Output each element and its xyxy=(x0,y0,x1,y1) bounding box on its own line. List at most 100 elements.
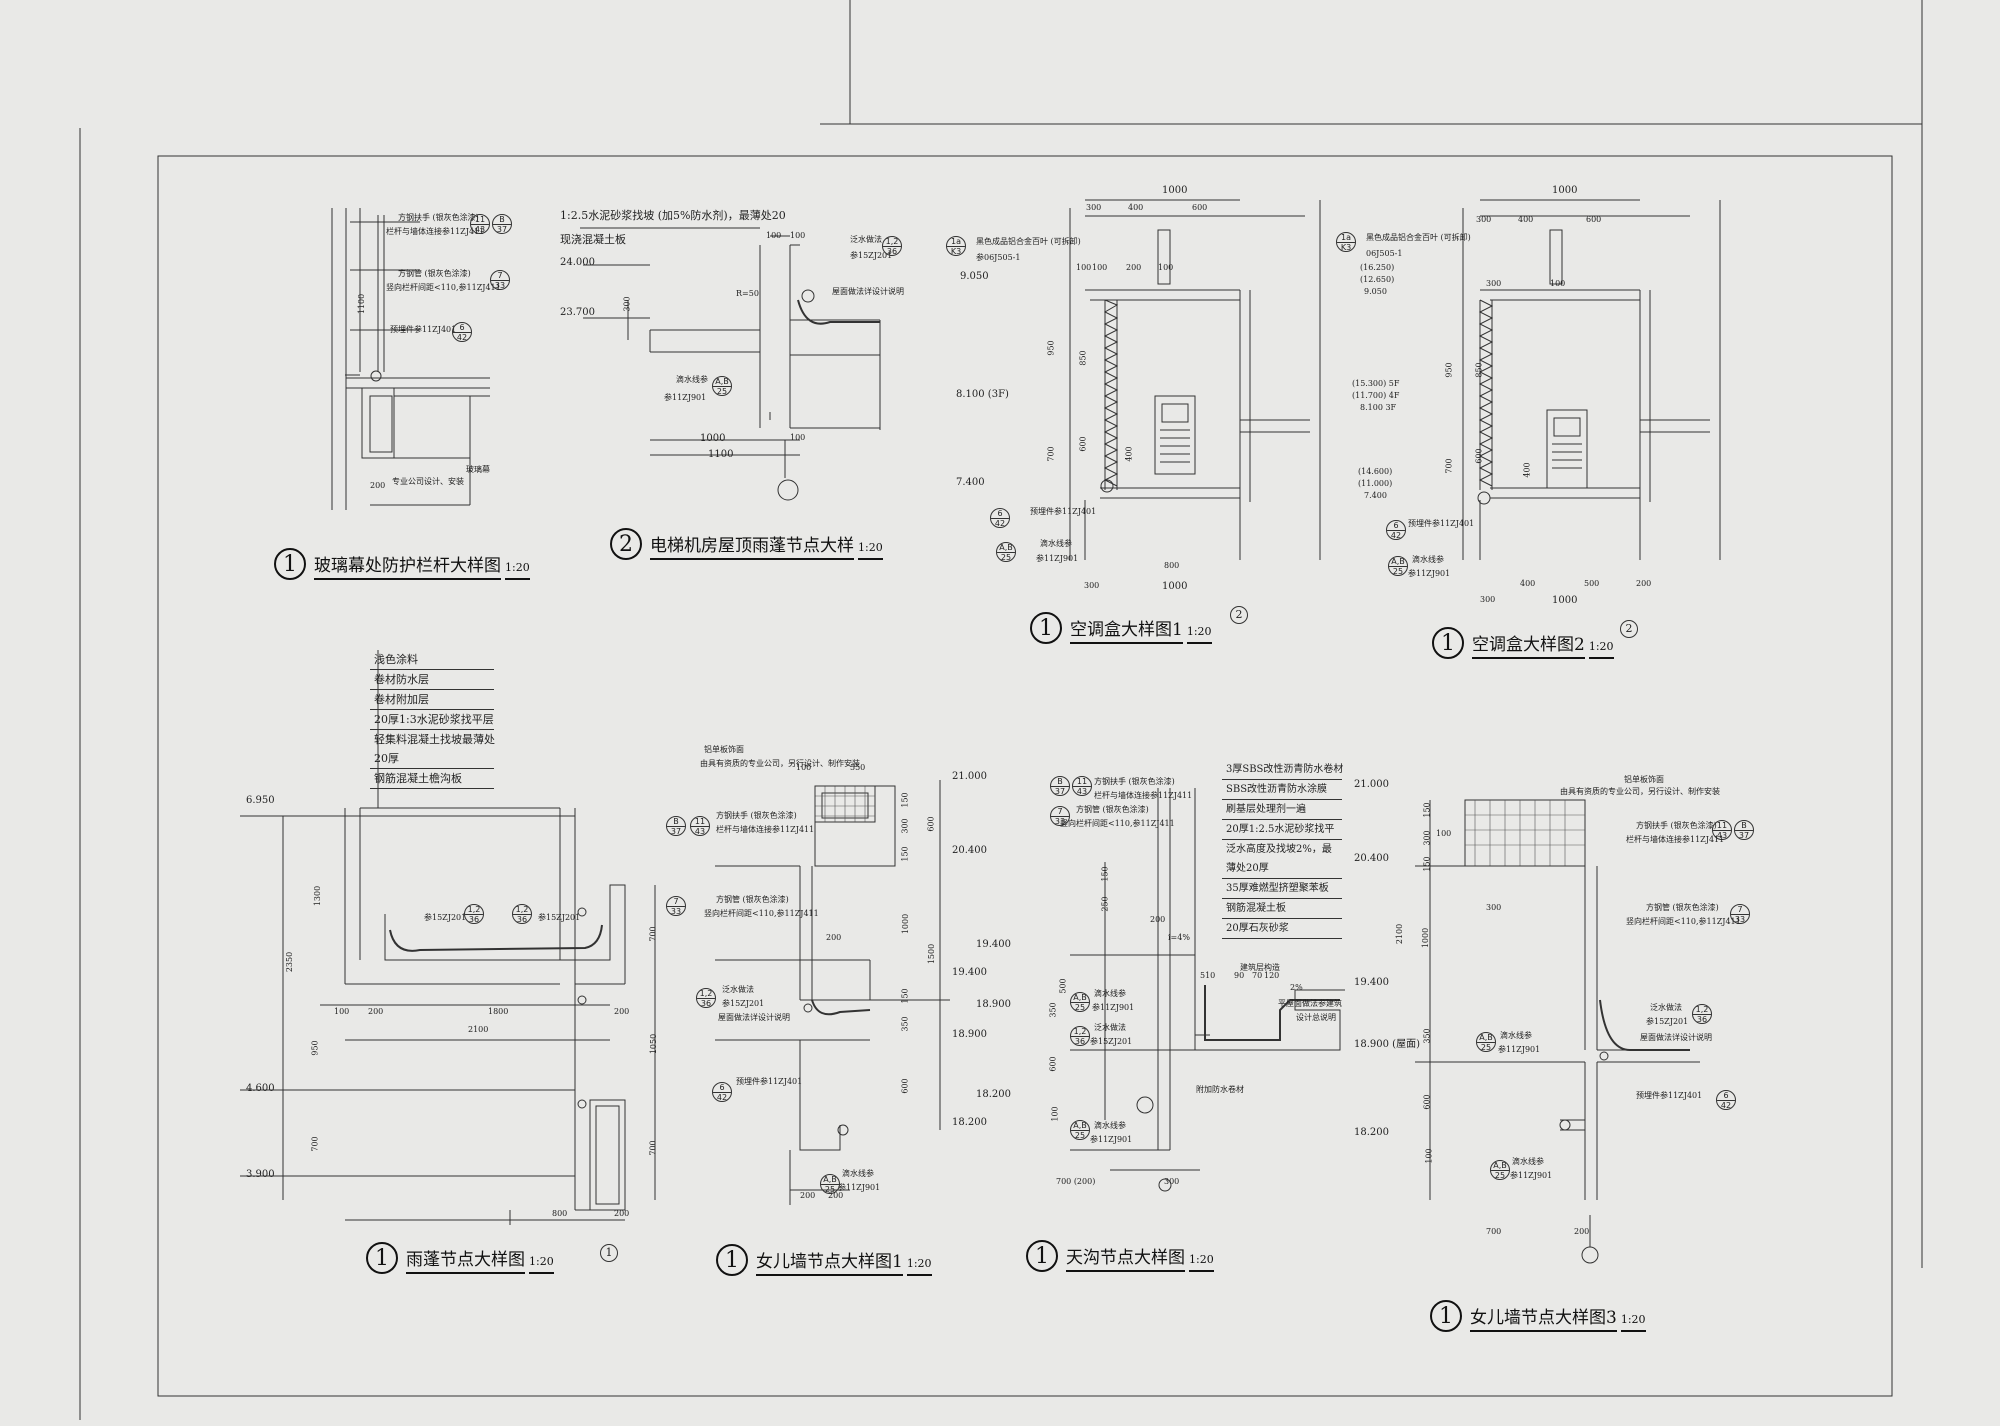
elev-pa3-19400: 19.400 xyxy=(1354,977,1389,988)
dim-d1-200: 200 xyxy=(370,481,386,490)
dim-gutter-90: 90 xyxy=(1234,971,1245,980)
dim-gutter-500: 500 xyxy=(1058,978,1068,994)
elev-gutter-18900: 18.900 xyxy=(976,999,1011,1010)
dim-ac1-300: 300 xyxy=(1086,203,1102,212)
canopy-layer-legend: 浅色涂料 卷材防水层 卷材附加层 20厚1:3水泥砂浆找平层 轻集料混凝土找坡最… xyxy=(370,650,495,789)
dim-canopy-1300: 1300 xyxy=(313,885,323,907)
dim-ac1-700: 700 xyxy=(1046,446,1056,462)
dim-pa1-1500: 1500 xyxy=(927,943,937,965)
elev-ac1-8100: 8.100 (3F) xyxy=(956,389,1009,400)
dim-pa1-150c: 150 xyxy=(900,988,910,1004)
note-pa1-spacing: 竖向栏杆间距<110,参11ZJ411 xyxy=(704,909,819,918)
elev-pa3-18900: 18.900 (屋面) xyxy=(1354,1039,1420,1050)
note-gutter-drain: 泛水做法 xyxy=(1094,1023,1126,1032)
note-pa3-embed: 预埋件参11ZJ401 xyxy=(1636,1091,1703,1100)
elev-ac2-9050: 9.050 xyxy=(1364,287,1387,296)
elev-ac2-16250: (16.250) xyxy=(1360,263,1395,272)
dim-ac1-850: 850 xyxy=(1078,350,1088,366)
note-ac1-ref: 参06J505-1 xyxy=(976,253,1021,262)
dim-ac2-100: 100 xyxy=(1550,279,1566,288)
note-gutter-extra: 附加防水卷材 xyxy=(1196,1085,1244,1094)
dim-canopy-2100: 2100 xyxy=(468,1025,489,1034)
dim-ac2-300c: 300 xyxy=(1480,595,1496,604)
note-gutter-ref1: 参15ZJ201 xyxy=(1090,1037,1133,1046)
dim-ac1-800: 800 xyxy=(1164,561,1180,570)
note-pa1-embed: 预埋件参11ZJ401 xyxy=(736,1077,803,1086)
note-d1-embed: 预埋件参11ZJ401 xyxy=(390,325,457,334)
elev-d2-24000: 24.000 xyxy=(560,257,595,268)
dim-d2-300: 300 xyxy=(622,296,632,312)
axis-ac1-2: 2 xyxy=(1230,606,1248,624)
note-pa1-handrail: 方钢扶手 (银灰色涂漆) xyxy=(716,811,797,820)
dim-pa1-150b: 150 xyxy=(900,846,910,862)
note-gutter-drip2: 滴水线参 xyxy=(1094,1121,1126,1130)
dim-gutter-100: 100 xyxy=(1050,1106,1060,1122)
note-pa3-cladding2: 由具有资质的专业公司，另行设计、制作安装 xyxy=(1560,787,1720,796)
note-pa3-cladding: 铝单板饰面 xyxy=(1624,775,1664,784)
note-ac1-drip-ref: 参11ZJ901 xyxy=(1036,554,1079,563)
dim-canopy-1050: 1050 xyxy=(649,1033,659,1055)
elev-ac2-11700: (11.700) 4F xyxy=(1352,391,1400,400)
elev-ac2-12650: (12.650) xyxy=(1360,275,1395,284)
dim-pa3-700: 700 xyxy=(1486,1227,1502,1236)
dim-ac2-600b: 600 xyxy=(1474,448,1484,464)
dim-pa3-350: 350 xyxy=(1422,1028,1432,1044)
dim-pa3-150a: 150 xyxy=(1422,802,1432,818)
dim-ac2-950: 950 xyxy=(1444,362,1454,378)
note-pa1-ref1: 参15ZJ201 xyxy=(722,999,765,1008)
dim-gutter-70: 70 xyxy=(1252,971,1263,980)
note-ac1-drip: 滴水线参 xyxy=(1040,539,1072,548)
note-d1-conn: 栏杆与墙体连接参11ZJ411 xyxy=(386,227,485,236)
elev-gutter-19400: 19.400 xyxy=(976,939,1011,950)
detail-parapet-3 xyxy=(1415,799,1700,1264)
title-ac-box-1: 1 空调盒大样图1 1:20 xyxy=(1030,612,1212,644)
note-pa3-spacing: 竖向栏杆间距<110,参11ZJ411 xyxy=(1626,917,1741,926)
detail-parapet-1 xyxy=(715,780,950,1205)
dim-ac1-100b: 100 xyxy=(1092,263,1108,272)
note-d1-install: 专业公司设计、安装 xyxy=(392,477,464,486)
dim-d2-r50: R=50 xyxy=(736,289,759,298)
dim-ac2-400b: 400 xyxy=(1522,462,1532,478)
dim-pa1-200a: 200 xyxy=(800,1191,816,1200)
dim-ac1-950a: 950 xyxy=(1046,340,1056,356)
note-d1-curtain: 玻璃幕 xyxy=(466,465,490,474)
title-parapet-1: 1 女儿墙节点大样图1 1:20 xyxy=(716,1244,932,1276)
detail-elevator-canopy xyxy=(580,227,881,501)
note-pa3-conn: 栏杆与墙体连接参11ZJ411 xyxy=(1626,835,1725,844)
title-elevator-canopy: 2 电梯机房屋顶雨蓬节点大样 1:20 xyxy=(610,528,883,560)
note-pa3-drip2: 滴水线参 xyxy=(1512,1157,1544,1166)
title-ac-box-2: 1 空调盒大样图2 1:20 xyxy=(1432,627,1614,659)
dim-canopy-200a: 200 xyxy=(368,1007,384,1016)
elev-canopy-6950: 6.950 xyxy=(246,795,275,806)
gutter-layer-legend: 3厚SBS改性沥青防水卷材 SBS改性沥青防水涂膜 刷基层处理剂一遍 20厚1:… xyxy=(1222,760,1343,939)
axis-ac2-2: 2 xyxy=(1620,620,1638,638)
detail-glass-railing xyxy=(331,208,490,510)
dim-canopy-950: 950 xyxy=(310,1040,320,1056)
dim-ac1-1000-bot: 1000 xyxy=(1162,581,1188,592)
note-pa1-cladding2: 由具有资质的专业公司，另行设计、制作安装 xyxy=(700,759,860,768)
dim-pa3-300: 300 xyxy=(1422,830,1432,846)
dim-gutter-700: 700 (200) xyxy=(1056,1177,1096,1186)
note-gutter-drip-ref: 参11ZJ901 xyxy=(1092,1003,1135,1012)
dim-canopy-700r: 700 xyxy=(648,926,658,942)
note-pa3-roof: 屋面做法详设计说明 xyxy=(1640,1033,1712,1042)
dim-ac2-400c: 400 xyxy=(1520,579,1536,588)
note-ac2-drip-ref: 参11ZJ901 xyxy=(1408,569,1451,578)
detail-canopy xyxy=(240,807,656,1225)
